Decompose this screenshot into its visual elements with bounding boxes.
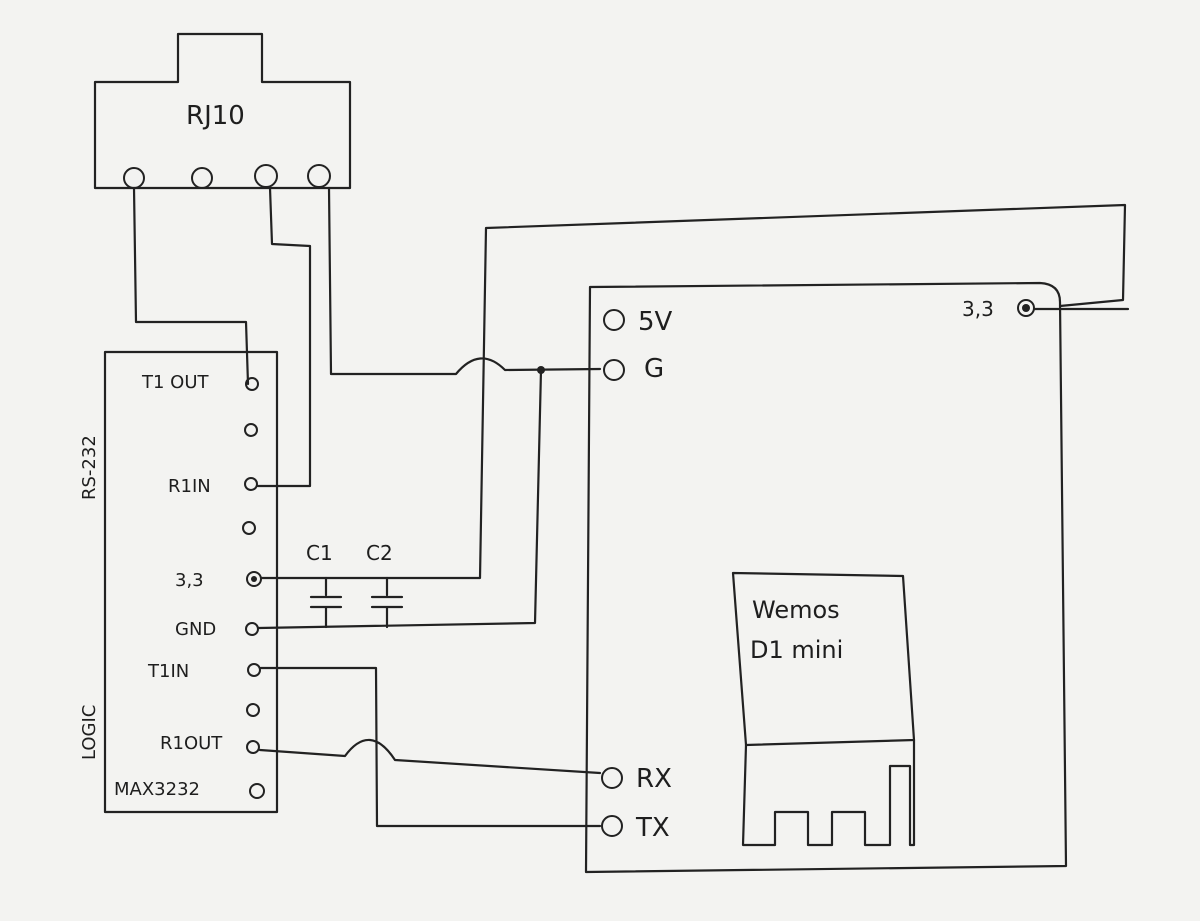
board-pin-tx — [601, 815, 623, 837]
max3232-module: RS-232 LOGIC T1 OUT R1IN 3,3 GND T1IN R1… — [79, 350, 279, 814]
pin-label-r1out: R1OUT — [160, 733, 223, 754]
capacitors: C1 C2 — [306, 541, 404, 629]
rs232-side-label: RS-232 — [79, 435, 100, 500]
pin-label-gnd: GND — [175, 619, 216, 640]
pin-label-3v3: 3,3 — [175, 570, 204, 591]
board-pin-5v — [603, 309, 625, 331]
board-label-g: G — [644, 354, 664, 384]
capacitor-c2-symbol — [370, 576, 404, 629]
max-pin-3v3-dot — [251, 576, 257, 582]
wire-rj10-ground — [327, 186, 602, 376]
rj10-pin-2 — [191, 167, 213, 189]
board-label-tx: TX — [635, 813, 670, 843]
pin-label-t1in: T1IN — [147, 661, 189, 682]
max3232-outline — [103, 350, 279, 814]
board-pin-rx — [601, 767, 623, 789]
rj10-connector: RJ10 — [93, 32, 352, 190]
wemos-module: Wemos D1 mini — [731, 571, 916, 847]
max-pin-t1in — [247, 663, 261, 677]
pin-label-r1in: R1IN — [168, 476, 211, 497]
board-pin-g — [603, 359, 625, 381]
wire-3v3 — [259, 203, 1130, 580]
logic-side-label: LOGIC — [79, 705, 100, 760]
main-board-outline — [584, 281, 1068, 874]
max-pin-t1out — [245, 377, 259, 391]
rj10-pin-1 — [123, 167, 145, 189]
board-label-rx: RX — [636, 764, 672, 794]
max-pin-r1in — [244, 477, 258, 491]
wire-gnd — [257, 368, 543, 630]
wemos-antenna — [741, 738, 916, 847]
wiring — [132, 186, 1130, 828]
max3232-part-label: MAX3232 — [114, 779, 200, 800]
main-board: 5V G 3,3 RX TX Wemos D1 mini — [584, 281, 1068, 874]
wire-rj10-t1out — [132, 186, 250, 386]
capacitor-c1-symbol — [309, 576, 343, 629]
rj10-pin-4 — [307, 164, 331, 188]
max-pin-gnd — [245, 622, 259, 636]
pin-label-t1out: T1 OUT — [141, 372, 210, 393]
c2-label: C2 — [366, 541, 393, 565]
wire-r1out-rx — [258, 738, 602, 775]
max-pin-r1out — [246, 740, 260, 754]
max-pin-4 — [242, 521, 256, 535]
board-label-5v: 5V — [638, 307, 673, 337]
board-pin-3v3-dot — [1022, 304, 1030, 312]
c1-label: C1 — [306, 541, 333, 565]
wire-t1in-tx — [259, 666, 602, 828]
max-pin-2 — [244, 423, 258, 437]
wemos-label-line1: Wemos — [752, 596, 840, 624]
wire-rj10-r1in — [256, 186, 312, 488]
max-pin-8 — [246, 703, 260, 717]
rj10-label: RJ10 — [186, 101, 245, 131]
wemos-label-line2: D1 mini — [750, 636, 843, 664]
max-pin-10 — [249, 783, 265, 799]
board-label-3v3: 3,3 — [962, 297, 994, 321]
junction-ground — [537, 366, 545, 374]
rj10-pin-3 — [254, 164, 278, 188]
